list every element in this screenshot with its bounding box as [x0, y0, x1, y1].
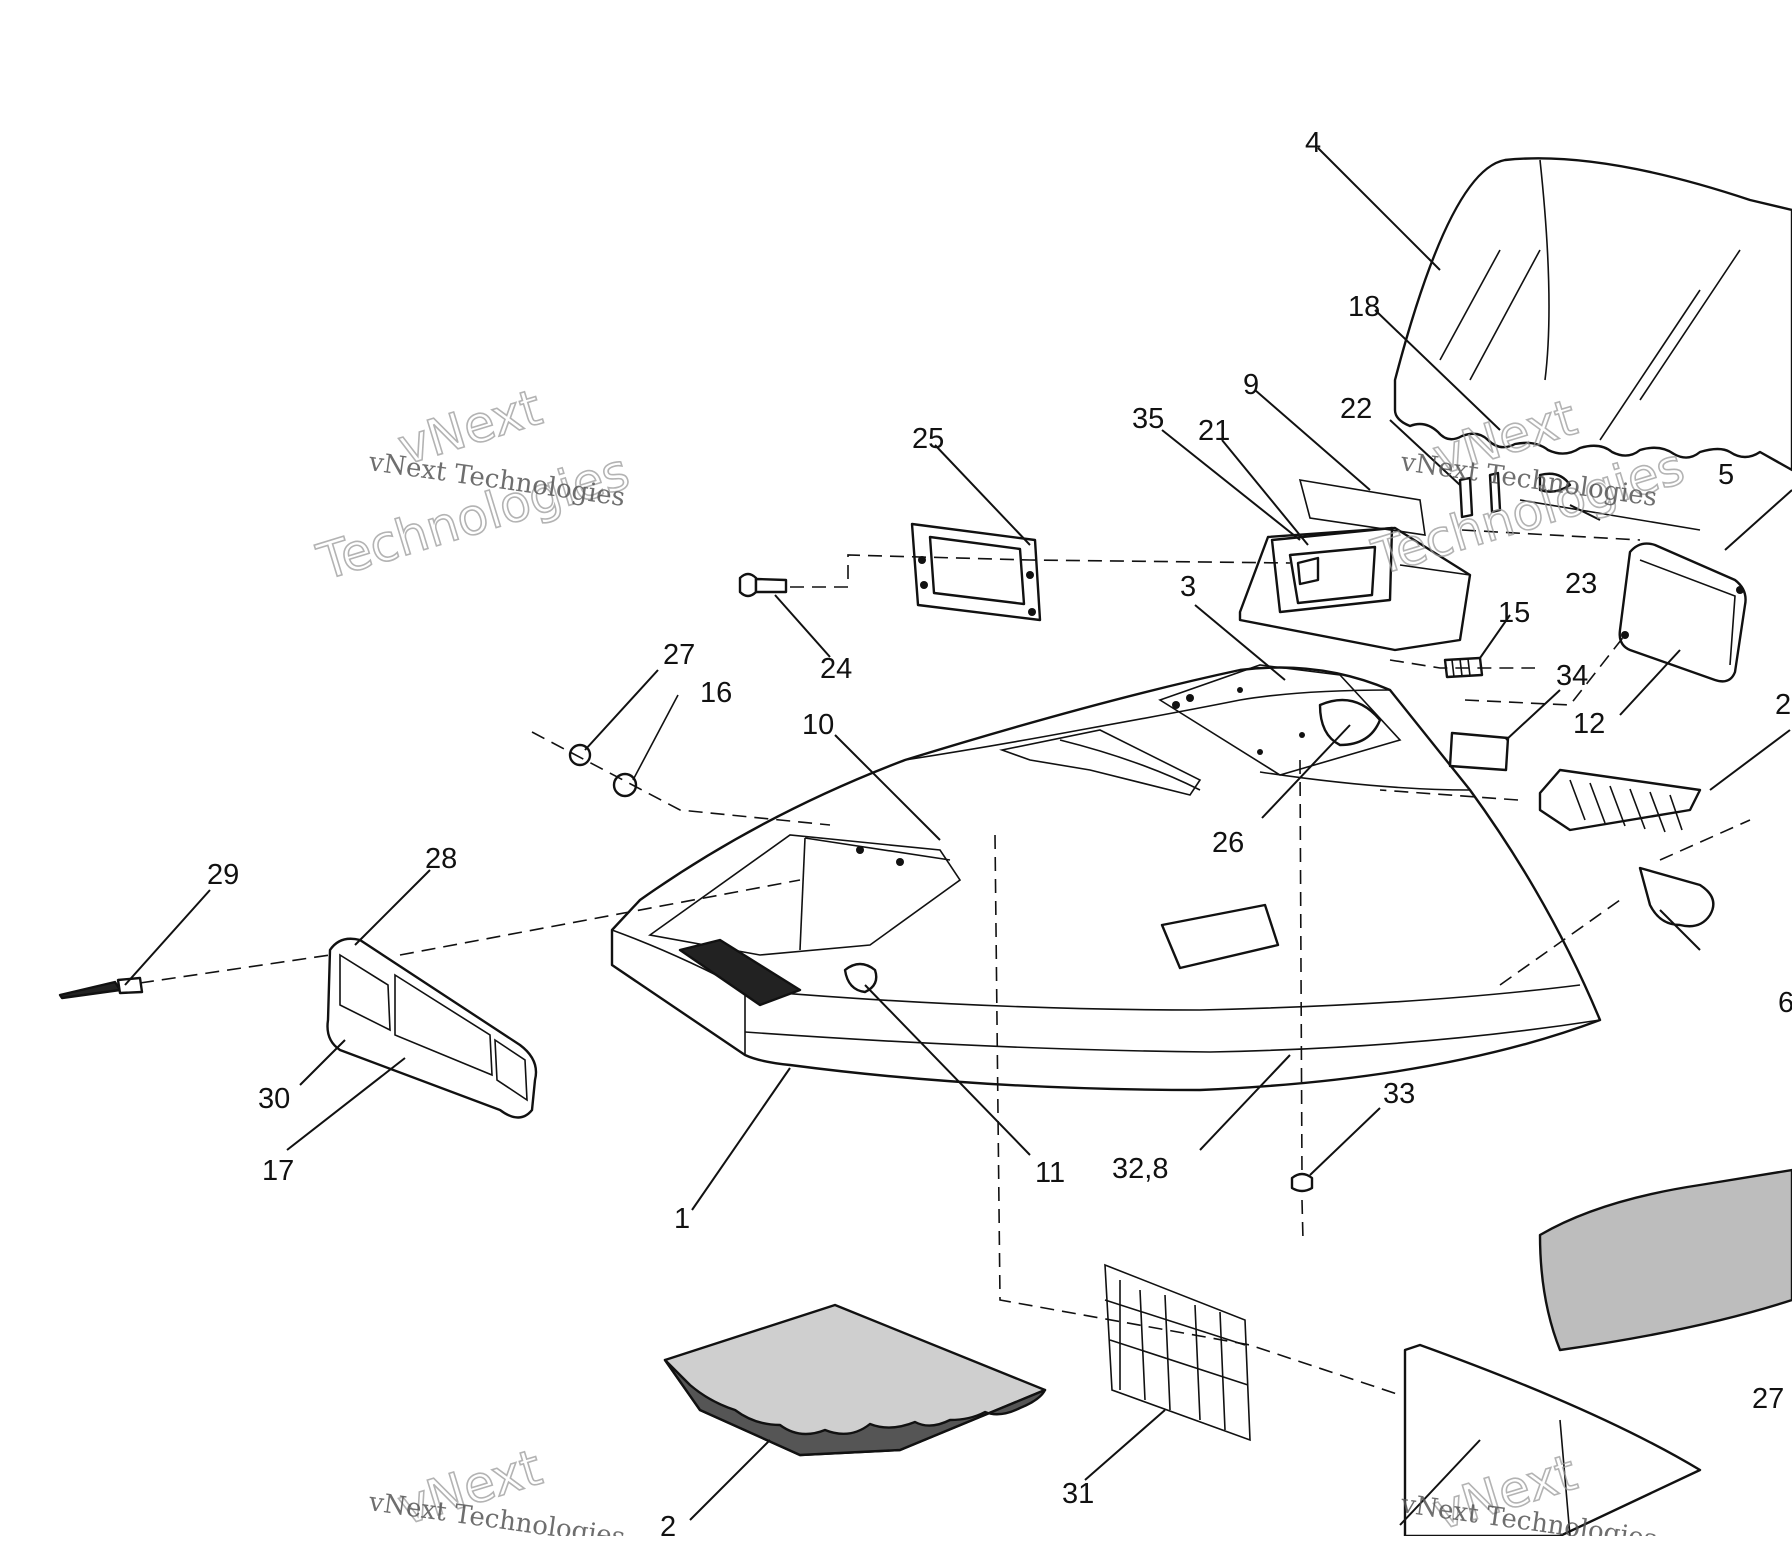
callout-1: 1: [674, 1203, 690, 1235]
callout-labels: 4 18 9 22 35 21 5 25 23 3 15 24 34 12 2 …: [207, 127, 1792, 1541]
bracket-part: [1638, 866, 1715, 928]
callout-11: 11: [1035, 1157, 1065, 1189]
grommet-part: [568, 694, 679, 798]
decal-part: [1448, 731, 1510, 772]
callout-33: 33: [1383, 1078, 1415, 1110]
leader-lines: [124, 147, 1792, 1526]
callout-6: 6: [1778, 987, 1792, 1019]
callout-30: 30: [258, 1083, 290, 1115]
lower-panel-part: [1403, 1343, 1702, 1538]
grille-part: [326, 937, 538, 1119]
callout-17: 17: [262, 1155, 294, 1187]
foam-pad-part: [663, 1303, 1047, 1457]
callout-3: 3: [1180, 571, 1196, 603]
callout-23: 23: [1565, 568, 1597, 600]
callout-27-bottom: 27: [1752, 1383, 1784, 1415]
console-part: [1238, 479, 1472, 652]
callout-5: 5: [1718, 459, 1734, 491]
callout-24: 24: [820, 653, 852, 685]
plug-part: [1290, 1172, 1314, 1193]
callout-29: 29: [207, 859, 239, 891]
callout-16: 16: [700, 677, 732, 709]
callout-15: 15: [1498, 597, 1530, 629]
bolt-part: [738, 572, 788, 598]
side-vent-part: [1538, 768, 1702, 833]
heat-shield-part: [1104, 1263, 1251, 1442]
callout-2: 2: [1775, 689, 1791, 721]
assembly-lines: [139, 529, 1751, 1396]
access-panel-part: [1618, 542, 1747, 683]
callout-27-top: 27: [663, 639, 695, 671]
callout-26: 26: [1212, 827, 1244, 859]
windshield-part: [1393, 157, 1792, 472]
hinge-hardware-part: [1458, 471, 1701, 531]
foam-side-part: [1538, 1168, 1792, 1352]
watermark-bottom-left: vNext vNext Technologies: [366, 1438, 627, 1541]
callout-18: 18: [1348, 291, 1380, 323]
callout-28: 28: [425, 843, 457, 875]
callout-4: 4: [1305, 127, 1321, 159]
callout-22: 22: [1340, 393, 1372, 425]
callout-21: 21: [1198, 415, 1230, 447]
hood-part: [610, 664, 1602, 1092]
callout-2-bottom: 2: [660, 1511, 676, 1536]
callout-31: 31: [1062, 1478, 1094, 1510]
callout-9: 9: [1243, 369, 1259, 401]
callout-10: 10: [802, 709, 834, 741]
callout-25: 25: [912, 423, 944, 455]
callout-35: 35: [1132, 403, 1164, 435]
callout-12: 12: [1573, 708, 1605, 740]
callout-34: 34: [1556, 660, 1588, 692]
callout-32-8: 32,8: [1112, 1153, 1168, 1185]
cable-part: [58, 976, 144, 1000]
watermark-top-left: vNext Technologies vNext Technologies: [310, 378, 637, 593]
gauge-bezel-part: [910, 522, 1042, 622]
